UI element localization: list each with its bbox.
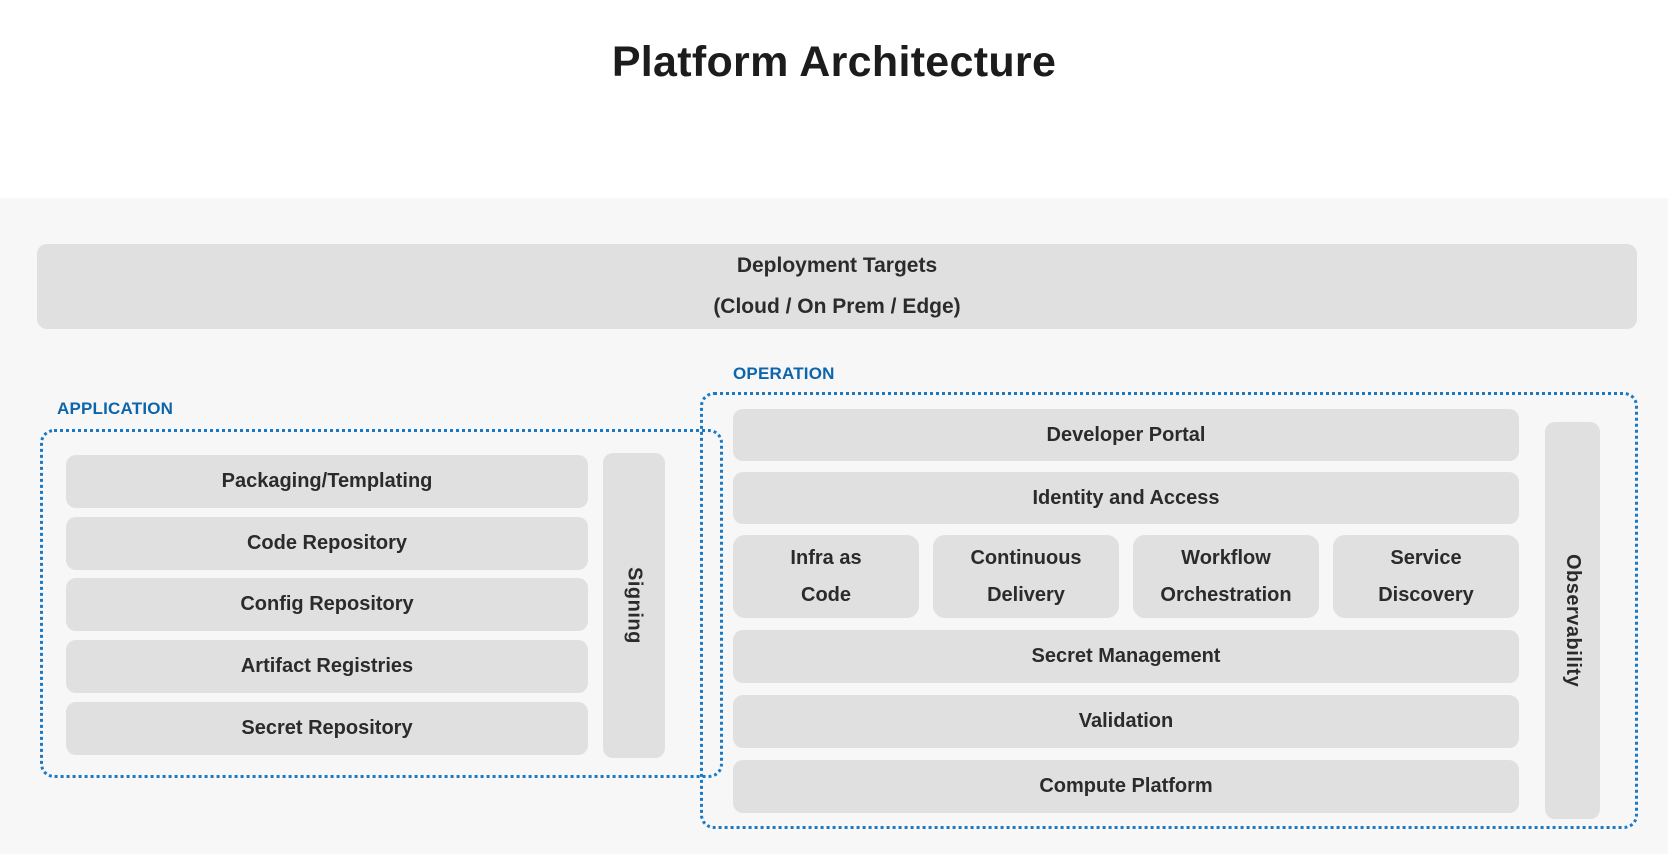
box-service-discovery-line2: Discovery <box>1378 583 1474 606</box>
box-service-discovery-line1: Service <box>1390 546 1462 569</box>
box-service-discovery: Service Discovery <box>1333 535 1519 618</box>
box-compute-platform: Compute Platform <box>733 760 1519 813</box>
box-packaging-templating: Packaging/Templating <box>66 455 588 508</box>
box-signing-vertical: Signing <box>603 453 665 758</box>
box-workflow-orchestration: Workflow Orchestration <box>1133 535 1319 618</box>
box-infra-as-code: Infra as Code <box>733 535 919 618</box>
box-identity-and-access: Identity and Access <box>733 472 1519 524</box>
box-continuous-delivery-line1: Continuous <box>970 546 1082 569</box>
box-config-repository: Config Repository <box>66 578 588 631</box>
box-workflow-orchestration-line1: Workflow <box>1181 546 1271 569</box>
box-continuous-delivery: Continuous Delivery <box>933 535 1119 618</box>
box-infra-as-code-line2: Code <box>801 583 851 606</box>
box-infra-as-code-line1: Infra as <box>790 546 862 569</box>
box-artifact-registries: Artifact Registries <box>66 640 588 693</box>
application-group-label: APPLICATION <box>57 399 174 418</box>
deployment-targets-subtitle: (Cloud / On Prem / Edge) <box>713 295 961 318</box>
deployment-targets-title: Deployment Targets <box>736 254 938 277</box>
operation-group-label: OPERATION <box>733 364 835 383</box>
diagram-canvas: Deployment Targets (Cloud / On Prem / Ed… <box>0 198 1668 854</box>
page-title: Platform Architecture <box>611 38 1057 86</box>
operation-group-border <box>700 392 1638 829</box>
box-workflow-orchestration-line2: Orchestration <box>1160 583 1292 606</box>
box-secret-management: Secret Management <box>733 630 1519 683</box>
box-secret-repository: Secret Repository <box>66 702 588 755</box>
box-developer-portal: Developer Portal <box>733 409 1519 461</box>
application-group-border <box>40 429 723 778</box>
deployment-targets-box: Deployment Targets (Cloud / On Prem / Ed… <box>37 244 1637 329</box>
box-code-repository: Code Repository <box>66 517 588 570</box>
box-observability-vertical: Observability <box>1545 422 1600 819</box>
box-continuous-delivery-line2: Delivery <box>987 583 1065 606</box>
box-validation: Validation <box>733 695 1519 748</box>
